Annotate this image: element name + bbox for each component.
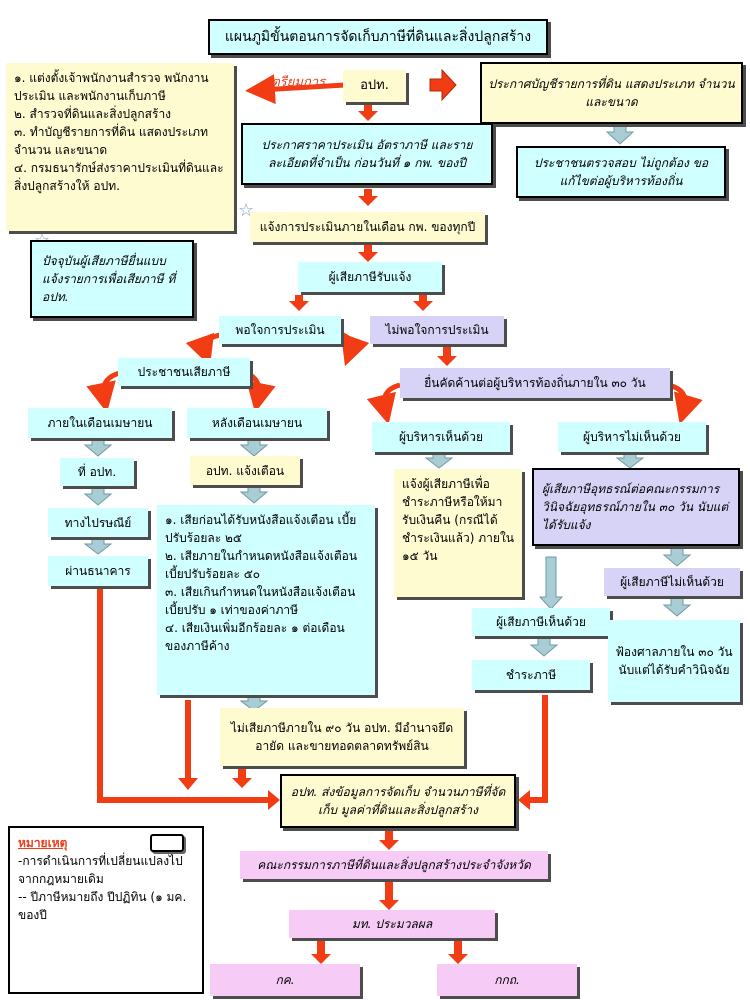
node-public-pays: ประชาชนเสียภาษี xyxy=(118,358,250,386)
node-satisfied: พอใจการประเมิน xyxy=(219,316,341,344)
node-seize: ไม่เสียภาษีภายใน ๙๐ วัน อปท. มีอำนาจยึด … xyxy=(220,708,464,766)
gray-arrow-appeal-disagree xyxy=(662,546,692,567)
node-taxpayer-agrees: ผู้เสียภาษีเห็นด้วย xyxy=(472,608,610,636)
node-self-file: ปัจจุบันผู้เสียภาษียื่นแบบแจ้งรายการเพื่… xyxy=(30,240,194,318)
arrow-penalty-to-report-1 xyxy=(232,768,252,788)
node-announce-list: ประกาศบัญชีรายการที่ดิน แสดงประเภท จำนวน… xyxy=(480,62,743,124)
node-opt-warns: อปท. แจ้งเตือน xyxy=(190,456,300,485)
arrow-to-satisfied xyxy=(289,295,309,311)
arrow-notify-to-receive xyxy=(358,244,378,262)
node-via-bank: ผ่านธนาคาร xyxy=(48,556,148,586)
node-public-check: ประชาชนตรวจสอบ ไม่ถูกต้อง ขอแก้ไขต่อผู้บ… xyxy=(516,146,726,198)
gray-arrow-disagree-court xyxy=(662,597,692,617)
node-after-april: หลังเดือนเมษายน xyxy=(187,408,327,438)
prep-list: ๑. แต่งตั้งเจ้าพนักงานสำรวจ พนักงานประเม… xyxy=(6,63,234,231)
node-kk: กค. xyxy=(210,964,360,996)
node-kkd: กกถ. xyxy=(437,964,577,996)
node-announce-price: ประกาศราคาประเมิน อัตราภาษี และรายละเอีย… xyxy=(241,123,493,185)
node-court: ฟ้องศาลภายใน ๓๐ วัน นับแต่ได้รับคำวินิจฉ… xyxy=(608,620,740,702)
node-by-post: ทางไปรษณีย์ xyxy=(48,508,148,537)
curve-satisfied-right xyxy=(339,331,370,367)
line-bank-to-report xyxy=(97,570,268,803)
arrow-to-unsatisfied xyxy=(413,295,433,311)
node-refund-notice: แจ้งผู้เสียภาษีเพื่อชำระภาษีหรือให้มารับ… xyxy=(394,469,522,597)
curve-pays-left xyxy=(86,370,121,413)
penalty-list: ๑. เสียก่อนได้รับหนังสือแจ้งเตือน เบี้ยป… xyxy=(157,505,375,695)
node-exec-agree: ผู้บริหารเห็นด้วย xyxy=(372,422,510,452)
gray-arrow-after-2 xyxy=(239,485,269,504)
legend-box-icon xyxy=(150,834,184,852)
legend-title: หมายเหตุ xyxy=(18,836,68,850)
node-moi: มท. ประมวลผล xyxy=(289,910,495,938)
gray-arrow-agree-refund xyxy=(424,451,454,469)
node-appeal: ผู้เสียภาษีอุทธรณ์ต่อคณะกรรมการวินิจฉัยอ… xyxy=(532,468,740,546)
curve-opt-left xyxy=(245,74,346,105)
node-exec-disagree: ผู้บริหารไม่เห็นด้วย xyxy=(558,422,706,452)
prep-item-3: ๓. ทำบัญชีรายการที่ดิน แสดงประเภท จำนวน … xyxy=(14,125,208,157)
node-provincial-committee: คณะกรรมการภาษีที่ดินและสิ่งปลูกสร้างประจ… xyxy=(240,851,548,879)
gray-arrow-disagree-appeal xyxy=(615,451,645,469)
arrow-moi-to-kkd xyxy=(448,940,468,964)
chart-title: แผนภูมิขั้นตอนการจัดเก็บภาษีที่ดินและสิ่… xyxy=(208,19,548,55)
penalty-item-4: ๔. เสียเงินเพิ่มอีกร้อยละ ๑ ต่อเดือน ของ… xyxy=(165,621,345,653)
arrow-report-to-committee xyxy=(379,830,399,850)
gray-arrow-penalty-seize xyxy=(239,696,269,712)
gray-arrow-after-1 xyxy=(239,437,269,457)
penalty-item-3: ๓. เสียเกินกำหนดในหนังสือแจ้งเตือน เบี้ย… xyxy=(165,585,356,617)
line-pay-to-report xyxy=(530,695,548,803)
node-within-april: ภายในเดือนเมษายน xyxy=(28,408,172,438)
node-pay-tax: ชำระภาษี xyxy=(472,660,590,690)
curve-objection-right xyxy=(667,382,703,425)
curve-objection-left xyxy=(366,382,401,425)
prep-label: เตรียมการ xyxy=(266,75,326,91)
gray-arrow-april-3 xyxy=(83,537,113,555)
gray-arrow-april-1 xyxy=(83,437,113,457)
node-objection: ยื่นคัดค้านต่อผู้บริหารท้องถิ่นภายใน ๓๐ … xyxy=(400,368,670,398)
arrow-moi-to-kk xyxy=(311,940,331,964)
gray-arrow-agrees-pay xyxy=(529,636,559,657)
arrow-opt-to-announce xyxy=(429,68,457,102)
node-notify-feb: แจ้งการประเมินภายในเดือน กพ. ของทุกปี xyxy=(250,212,485,242)
penalty-item-1: ๑. เสียก่อนได้รับหนังสือแจ้งเตือน เบี้ยป… xyxy=(165,513,357,545)
prep-item-2: ๒. สำรวจที่ดินและสิ่งปลูกสร้าง xyxy=(14,107,172,121)
arrow-opt-to-price xyxy=(358,103,378,121)
node-opt: อปท. xyxy=(343,70,406,102)
penalty-item-2: ๒. เสียภายในกำหนดหนังสือแจ้งเตือน เบี้ยป… xyxy=(165,549,358,581)
arrow-price-to-notify xyxy=(358,189,378,206)
legend: หมายเหตุ -การดำเนินการที่เปลี่ยนแปลงไปจา… xyxy=(8,826,204,994)
arrow-committee-to-moi xyxy=(379,880,399,910)
node-taxpayer-disagrees: ผู้เสียภาษีไม่เห็นด้วย xyxy=(604,568,740,596)
gray-arrow-announce-to-check xyxy=(605,123,635,145)
node-unsatisfied: ไม่พอใจการประเมิน xyxy=(370,316,504,344)
node-taxpayer-receives: ผู้เสียภาษีรับแจ้ง xyxy=(298,262,442,292)
arrow-unsat-to-objection xyxy=(437,346,457,366)
node-at-opt: ที่ อปท. xyxy=(60,458,134,486)
legend-item-2: -- ปีภาษีหมายถึง ปีปฏิทิน (๑ มค. ของปี xyxy=(18,890,187,922)
prep-item-1: ๑. แต่งตั้งเจ้าพนักงานสำรวจ พนักงานประเม… xyxy=(14,71,209,103)
legend-item-1: -การดำเนินการที่เปลี่ยนแปลงไปจากกฎหมายเด… xyxy=(18,854,183,886)
gray-arrow-april-2 xyxy=(83,486,113,506)
prep-item-4: ๔. กรมธนารักษ์ส่งราคาประเมินที่ดินและสิ่… xyxy=(14,161,224,193)
gray-arrow-refund-agrees xyxy=(538,556,564,610)
node-opt-report: อปท. ส่งข้อมูลการจัดเก็บ จำนวนภาษีที่จัด… xyxy=(280,774,516,828)
